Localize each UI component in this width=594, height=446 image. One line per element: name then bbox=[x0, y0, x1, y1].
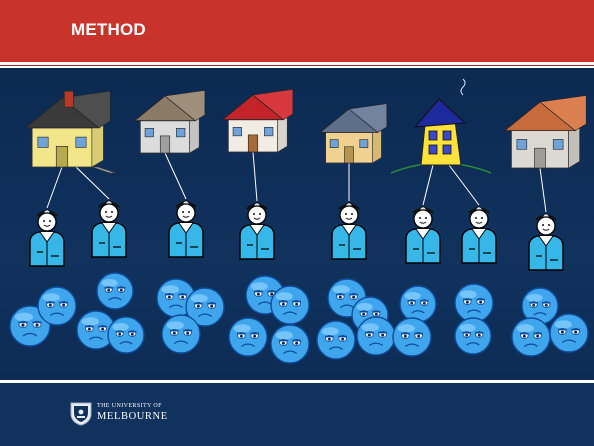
patient-face-icon bbox=[185, 287, 225, 327]
title-bar: METHOD bbox=[0, 0, 594, 65]
patient-face-icon bbox=[399, 285, 437, 323]
connector-line bbox=[164, 152, 187, 200]
footer: THE UNIVERSITY OF MELBOURNE bbox=[0, 383, 594, 446]
patient-face-icon bbox=[356, 316, 396, 356]
house-red-roof bbox=[221, 88, 294, 153]
patient-face-icon bbox=[270, 324, 310, 364]
method-illustration bbox=[9, 78, 589, 364]
connector-lines bbox=[46, 151, 547, 213]
footer-divider bbox=[0, 380, 594, 383]
doctor-icon bbox=[331, 202, 367, 260]
patient-face-icon bbox=[316, 320, 356, 360]
connector-line bbox=[46, 166, 63, 209]
university-crest-icon bbox=[70, 402, 92, 426]
doctor-icon bbox=[239, 202, 275, 260]
doctor-icon bbox=[528, 213, 564, 271]
illustration-stage bbox=[0, 68, 594, 380]
patient-face-icon bbox=[161, 314, 201, 354]
university-name-small: THE UNIVERSITY OF bbox=[97, 403, 162, 409]
doctor-icon bbox=[29, 209, 65, 267]
house-orange-roof bbox=[503, 95, 587, 169]
doctor-icon bbox=[168, 200, 204, 258]
connector-line bbox=[75, 166, 110, 200]
house-crooked-yellow bbox=[390, 78, 492, 174]
house-yellow-chimney bbox=[24, 90, 116, 174]
house-gray bbox=[133, 89, 206, 154]
patient-face-icon bbox=[107, 316, 145, 354]
connector-line bbox=[539, 167, 547, 213]
patient-face-icon bbox=[76, 310, 116, 350]
patient-face-icon bbox=[454, 317, 492, 355]
patient-face-icon bbox=[9, 305, 51, 347]
slide-title: METHOD bbox=[71, 20, 146, 39]
patient-face-icon bbox=[511, 317, 551, 357]
doctor-icon bbox=[91, 200, 127, 258]
patient-face-icon bbox=[549, 313, 589, 353]
patient-face-icon bbox=[454, 283, 494, 323]
patient-face-icon bbox=[270, 285, 310, 325]
house-slate bbox=[319, 103, 388, 164]
connector-line bbox=[422, 164, 434, 206]
patient-face-icon bbox=[37, 286, 77, 326]
patient-face-icon bbox=[228, 317, 268, 357]
university-name: MELBOURNE bbox=[97, 411, 168, 422]
connector-line bbox=[448, 164, 480, 206]
patient-face-icon bbox=[392, 317, 432, 357]
patient-face-icon bbox=[96, 272, 134, 310]
doctor-icon bbox=[405, 206, 441, 264]
doctor-icon bbox=[461, 206, 497, 264]
connector-line bbox=[252, 151, 258, 202]
